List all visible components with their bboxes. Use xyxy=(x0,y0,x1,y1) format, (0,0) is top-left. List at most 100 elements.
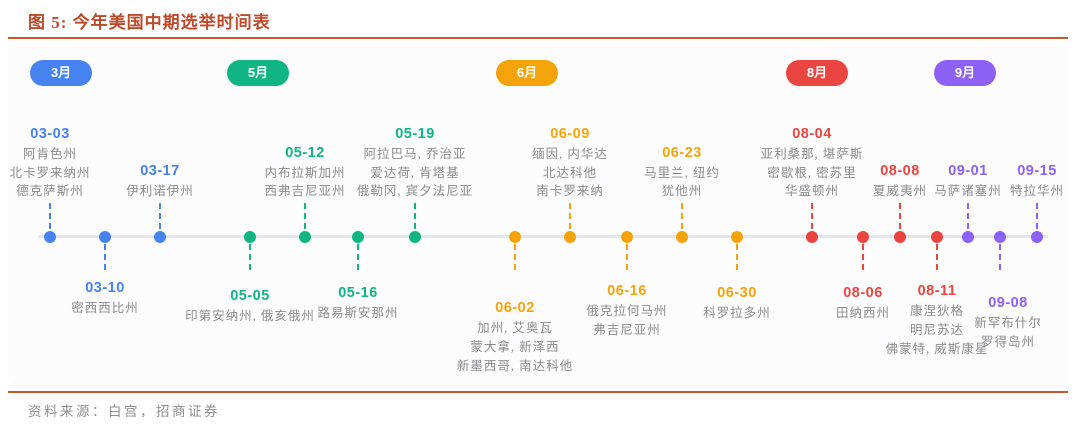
event-connector xyxy=(681,203,683,229)
event-location: 俄克拉何马州 xyxy=(586,304,668,318)
event-label: 03-10 密西西比州 xyxy=(71,280,139,318)
event-date: 08-04 xyxy=(792,125,832,142)
event-location: 路易斯安那州 xyxy=(317,306,399,320)
event-location: 加州, 艾奥瓦 xyxy=(477,321,553,335)
figure-title: 图 5: 今年美国中期选举时间表 xyxy=(28,13,271,32)
event-location: 华盛顿州 xyxy=(784,184,840,199)
event-location: 密歇根, 密苏里 xyxy=(767,165,857,180)
event-location: 马萨诸塞州 xyxy=(934,184,1002,199)
event-location: 德克萨斯州 xyxy=(16,184,84,199)
event-dot xyxy=(931,231,943,243)
event-connector xyxy=(999,244,1001,270)
event-dot xyxy=(731,231,743,243)
month-badge: 5月 xyxy=(227,60,289,86)
chart-panel xyxy=(8,46,1068,384)
title-divider xyxy=(8,37,1068,39)
event-dot xyxy=(1031,231,1043,243)
event-date: 03-17 xyxy=(140,163,180,180)
event-connector xyxy=(967,203,969,229)
event-dot xyxy=(621,231,633,243)
event-location: 俄勒冈, 宾夕法尼亚 xyxy=(356,184,474,199)
event-date: 03-10 xyxy=(85,280,125,296)
event-connector xyxy=(49,203,51,229)
event-location: 明尼苏达 xyxy=(909,322,965,337)
event-label: 06-30 科罗拉多州 xyxy=(703,285,771,323)
event-location: 新罕布什尔 xyxy=(974,316,1042,330)
event-date: 09-01 xyxy=(948,163,988,180)
event-location: 北达科他 xyxy=(542,165,598,180)
event-location: 西弗吉尼亚州 xyxy=(264,184,346,199)
event-date: 06-16 xyxy=(607,283,647,299)
event-date: 06-30 xyxy=(717,285,757,301)
event-location: 阿肯色州 xyxy=(22,146,78,161)
event-date: 05-12 xyxy=(285,144,325,161)
month-badge: 3月 xyxy=(30,60,92,86)
event-dot xyxy=(962,231,974,243)
event-location: 罗得岛州 xyxy=(980,334,1036,349)
event-date: 06-02 xyxy=(495,300,535,316)
event-location: 密西西比州 xyxy=(71,301,139,315)
event-dot xyxy=(409,231,421,243)
event-date: 05-05 xyxy=(230,288,270,304)
event-label: 06-16 俄克拉何马州弗吉尼亚州 xyxy=(586,283,667,340)
source-note: 资料来源：白宫，招商证券 xyxy=(28,404,220,419)
event-location: 蒙大拿, 新泽西 xyxy=(470,339,560,354)
event-date: 06-23 xyxy=(662,144,702,161)
event-date: 05-16 xyxy=(338,285,378,301)
event-label: 09-08 新罕布什尔罗得岛州 xyxy=(974,295,1042,352)
event-dot xyxy=(994,231,1006,243)
event-label: 05-12 内布拉斯加州西弗吉尼亚州 xyxy=(264,145,345,202)
event-location: 弗吉尼亚州 xyxy=(593,322,661,337)
event-dot xyxy=(154,231,166,243)
event-location: 田纳西州 xyxy=(835,306,891,320)
event-date: 08-11 xyxy=(917,283,957,299)
event-location: 缅因, 内华达 xyxy=(532,146,608,161)
event-location: 内布拉斯加州 xyxy=(264,165,346,180)
event-dot xyxy=(857,231,869,243)
event-connector xyxy=(514,244,516,270)
month-badge: 9月 xyxy=(934,60,996,86)
event-date: 08-08 xyxy=(880,163,920,180)
event-dot xyxy=(564,231,576,243)
event-connector xyxy=(357,244,359,270)
event-date: 09-08 xyxy=(988,295,1028,311)
event-location: 科罗拉多州 xyxy=(703,306,771,320)
event-connector xyxy=(862,244,864,270)
event-location: 印第安纳州, 俄亥俄州 xyxy=(185,309,315,323)
event-connector xyxy=(626,244,628,270)
event-label: 06-09 缅因, 内华达北达科他南卡罗来纳 xyxy=(532,126,608,201)
event-location: 马里兰, 纽约 xyxy=(644,165,720,180)
event-dot xyxy=(806,231,818,243)
event-label: 05-16 路易斯安那州 xyxy=(317,285,398,323)
event-date: 08-06 xyxy=(843,285,883,301)
event-dot xyxy=(509,231,521,243)
event-dot xyxy=(676,231,688,243)
event-label: 08-08 夏威夷州 xyxy=(873,163,927,201)
event-dot xyxy=(352,231,364,243)
event-location: 爱达荷, 肯塔基 xyxy=(370,165,460,180)
event-connector xyxy=(899,203,901,229)
event-location: 特拉华州 xyxy=(1009,184,1065,199)
event-connector xyxy=(414,203,416,229)
event-date: 06-09 xyxy=(550,125,590,142)
event-date: 03-03 xyxy=(30,125,70,142)
event-connector xyxy=(249,244,251,270)
event-location: 夏威夷州 xyxy=(872,184,928,199)
event-label: 08-06 田纳西州 xyxy=(836,285,890,323)
event-connector xyxy=(811,203,813,229)
event-location: 南卡罗来纳 xyxy=(536,184,604,199)
event-connector xyxy=(104,244,106,270)
footer-divider xyxy=(8,391,1068,393)
event-dot xyxy=(99,231,111,243)
month-badge: 8月 xyxy=(786,60,848,86)
event-connector xyxy=(159,203,161,229)
event-label: 05-05 印第安纳州, 俄亥俄州 xyxy=(185,288,315,326)
